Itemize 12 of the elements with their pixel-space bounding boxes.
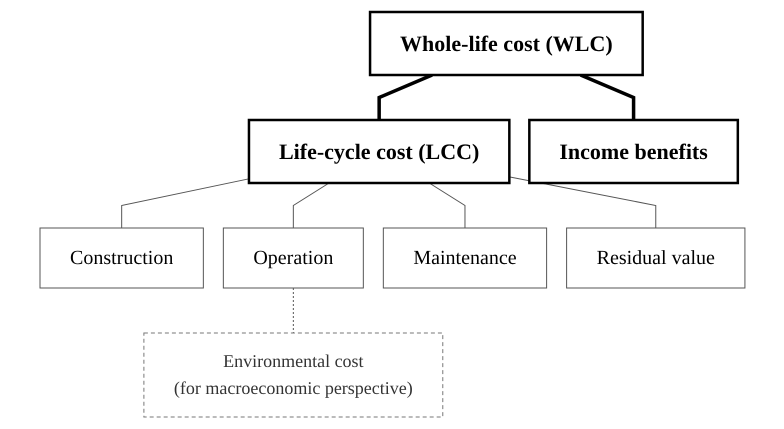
node-box: Environmental cost (for macroeconomic perspective): [142, 332, 443, 418]
connector: [508, 176, 656, 228]
node-box: Whole-life cost (WLC): [368, 10, 644, 76]
node-box: Income benefits: [528, 118, 739, 184]
node-box: Residual value: [566, 228, 745, 288]
node-box: Operation: [222, 228, 364, 288]
connector: [292, 288, 294, 334]
node-box: Maintenance: [382, 228, 547, 288]
node-box: Construction: [39, 228, 204, 288]
connector: [120, 178, 249, 228]
connector: [292, 182, 330, 228]
node-box: Life-cycle cost (LCC): [247, 118, 510, 184]
